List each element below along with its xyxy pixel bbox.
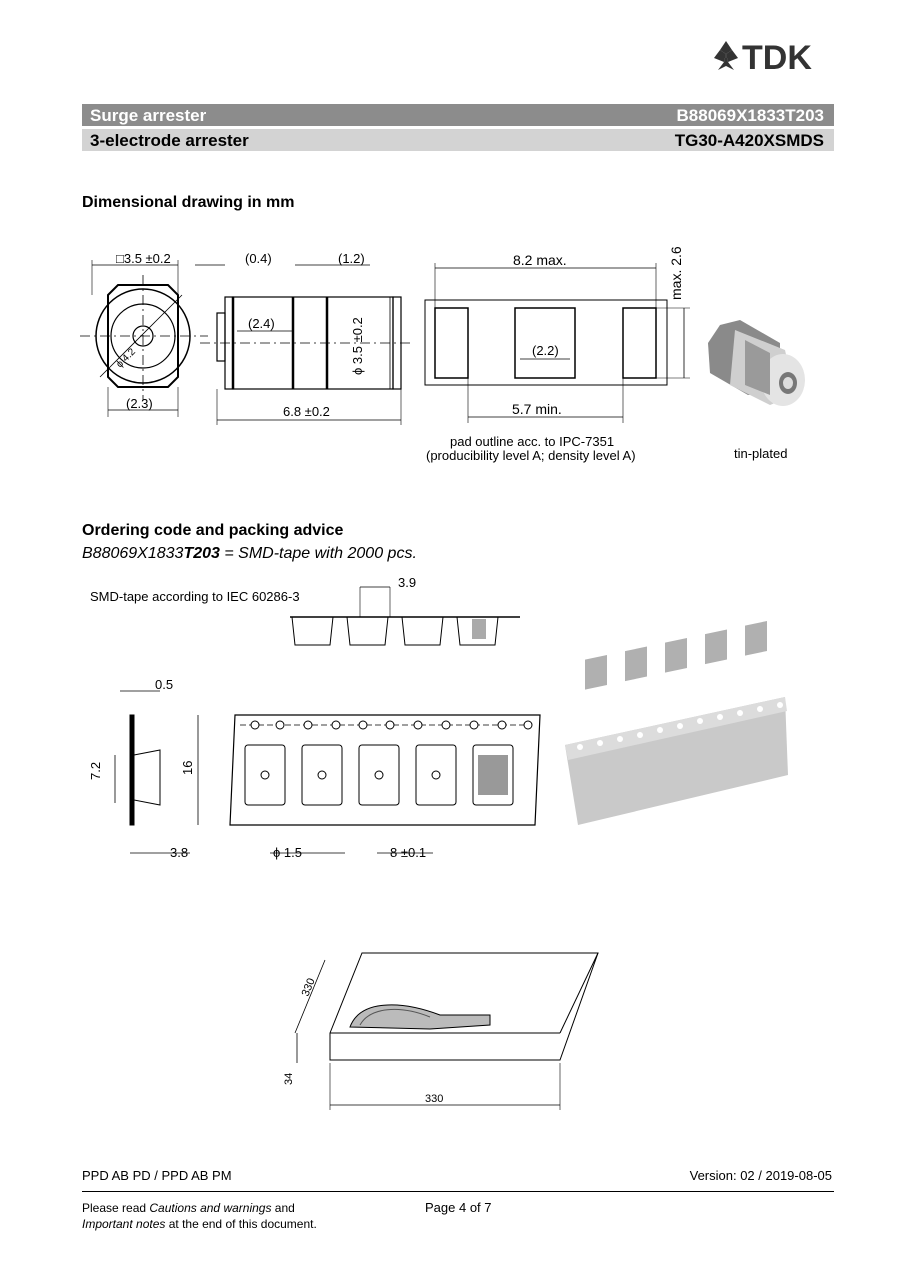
type-code: TG30-A420XSMDS xyxy=(674,131,824,150)
dim-w24-label: (2.4) xyxy=(248,316,275,331)
sprocket-holes xyxy=(250,720,533,780)
dim-pad57-label: 5.7 min. xyxy=(512,401,562,417)
reel-drawing: 330 34 330 xyxy=(283,952,599,1110)
tape-top-view xyxy=(229,714,541,854)
page-number: Page 4 of 7 xyxy=(425,1200,492,1215)
header-bar-primary: Surge arrester B88069X1833T203 xyxy=(82,104,834,126)
component-render xyxy=(708,320,805,406)
tin-plated-caption: tin-plated xyxy=(734,446,787,461)
side-view xyxy=(195,264,410,425)
reel-330b-label: 330 xyxy=(425,1093,443,1105)
tdk-logo: TDK xyxy=(710,38,838,77)
tape-38-label: 3.8 xyxy=(170,845,188,860)
reel-330a-label: 330 xyxy=(300,977,318,999)
note-text: at the end of this document. xyxy=(165,1217,317,1231)
tape-cross-section xyxy=(114,690,199,854)
tape-drawing: SMD-tape according to IEC 60286-3 3.9 0.… xyxy=(88,575,788,860)
footer-left: PPD AB PD / PPD AB PM xyxy=(82,1168,232,1183)
ordering-code-line: B88069X1833T203 = SMD-tape with 2000 pcs… xyxy=(82,545,417,563)
dim-pad26-label: max. 2.6 xyxy=(668,246,684,300)
pad-caption-line1: pad outline acc. to IPC-7351 xyxy=(450,434,614,449)
tape-72-label: 7.2 xyxy=(88,762,103,780)
tape-16-label: 16 xyxy=(180,761,195,775)
order-code: B88069X1833T203 xyxy=(676,106,824,125)
tdk-emblem-icon xyxy=(714,41,738,70)
tape-05-label: 0.5 xyxy=(155,677,173,692)
note-text: Please read xyxy=(82,1201,150,1215)
tape-39-label: 3.9 xyxy=(398,575,416,590)
pad-outline xyxy=(424,263,690,423)
product-type: 3-electrode arrester xyxy=(90,131,249,150)
tape-side-profile xyxy=(290,586,520,646)
footer-divider xyxy=(82,1191,834,1192)
tape-15-label: ϕ 1.5 xyxy=(273,845,302,860)
tape-8-label: 8 ±0.1 xyxy=(390,845,426,860)
tape-render xyxy=(565,620,788,825)
code-suffix: T203 xyxy=(183,545,220,562)
dim-w12-label: (1.2) xyxy=(338,251,365,266)
code-prefix: B88069X1833 xyxy=(82,545,184,562)
product-family: Surge arrester xyxy=(90,106,207,125)
cautions-link-text: Cautions and warnings xyxy=(149,1201,272,1215)
dim-w04-label: (0.4) xyxy=(245,251,272,266)
dim-sq-label: □3.5 ±0.2 xyxy=(116,251,171,266)
footer-note: Please read Cautions and warnings and Im… xyxy=(82,1200,317,1232)
front-view xyxy=(80,260,208,417)
note-text: and xyxy=(271,1201,295,1215)
header-bar-secondary: 3-electrode arrester TG30-A420XSMDS xyxy=(82,129,834,151)
dimensional-drawing: □3.5 ±0.2 ϕ 4.2 (2.3) (0.4) (1.2) (2.4) … xyxy=(80,246,805,463)
ordering-heading: Ordering code and packing advice xyxy=(82,522,344,539)
dimensional-heading: Dimensional drawing in mm xyxy=(82,194,295,211)
dim-pad22-label: (2.2) xyxy=(532,343,559,358)
dim-w23-label: (2.3) xyxy=(126,396,153,411)
code-rest: = SMD-tape with 2000 pcs. xyxy=(219,545,417,562)
dim-d35-label: ϕ 3.5 ±0.2 xyxy=(350,317,365,375)
dim-pad82-label: 8.2 max. xyxy=(513,252,567,268)
reel-34-label: 34 xyxy=(283,1073,295,1085)
pad-caption-line2: (producibility level A; density level A) xyxy=(426,448,636,463)
logo-text: TDK xyxy=(742,39,812,74)
important-notes-text: Important notes xyxy=(82,1217,166,1231)
tape-caption: SMD-tape according to IEC 60286-3 xyxy=(90,589,300,604)
footer-right: Version: 02 / 2019-08-05 xyxy=(689,1168,832,1183)
dim-len68-label: 6.8 ±0.2 xyxy=(283,404,330,419)
